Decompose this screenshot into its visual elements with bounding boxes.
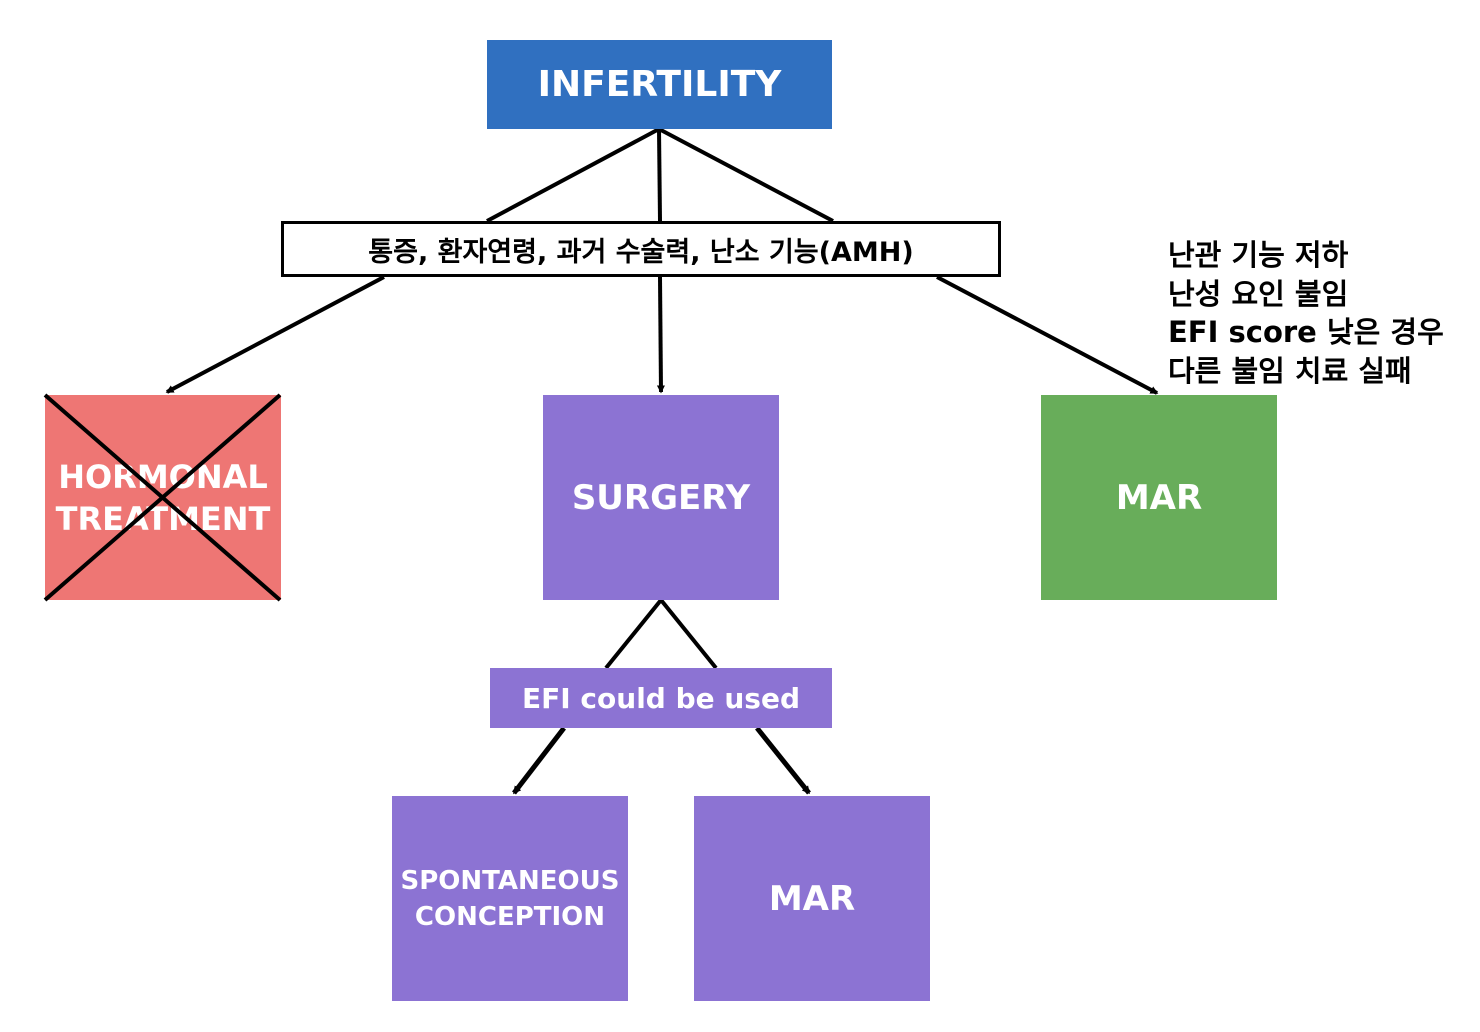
arrow-to-mar-bottom	[755, 726, 811, 795]
spontaneous-conception-node: SPONTANEOUS CONCEPTION	[392, 796, 628, 1001]
arrow-to-hormonal	[165, 275, 385, 394]
infertility-label: INFERTILITY	[537, 64, 782, 105]
mar-node-right: MAR	[1041, 395, 1277, 600]
spontaneous-label-line-1: SPONTANEOUS	[400, 865, 620, 896]
criteria-label: 통증, 환자연령, 과거 수술력, 난소 기능(AMH)	[368, 236, 914, 268]
mar-criteria-notes: 난관 기능 저하 난성 요인 불임 EFI score 낮은 경우 다른 불임 …	[1168, 236, 1444, 390]
edges-group	[165, 127, 1159, 795]
infertility-node: INFERTILITY	[487, 40, 832, 129]
mar-bottom-label: MAR	[768, 878, 856, 919]
hormonal-treatment-node: HORMONAL TREATMENT	[45, 395, 281, 600]
surgery-node: SURGERY	[543, 395, 779, 600]
mar-note-item: 난성 요인 불임	[1168, 276, 1349, 311]
arrow-to-surgery	[656, 276, 665, 394]
mar-node-bottom: MAR	[694, 796, 930, 1001]
edge-surgery-to-efi-left	[604, 598, 663, 670]
criteria-box: 통증, 환자연령, 과거 수술력, 난소 기능(AMH)	[281, 221, 1001, 277]
mar-note-item: 다른 불임 치료 실패	[1168, 353, 1412, 388]
surgery-label: SURGERY	[571, 477, 751, 518]
edge-infertility-to-hormonal-upper	[486, 127, 660, 223]
mar-right-label: MAR	[1115, 477, 1203, 518]
edge-infertility-to-surgery-upper	[657, 128, 662, 222]
arrow-to-mar-right	[936, 275, 1159, 395]
edge-surgery-to-efi-right	[659, 598, 718, 670]
efi-label: EFI could be used	[522, 681, 800, 715]
hormonal-label: HORMONAL TREATMENT	[56, 456, 271, 540]
hormonal-label-line-1: HORMONAL	[58, 457, 268, 496]
efi-label-box: EFI could be used	[490, 668, 832, 728]
edge-infertility-to-mar-upper	[658, 127, 834, 223]
arrow-to-spontaneous	[512, 726, 566, 795]
mar-note-item: 난관 기능 저하	[1168, 238, 1349, 272]
hormonal-label-line-2: TREATMENT	[55, 499, 271, 538]
spontaneous-label-line-2: CONCEPTION	[414, 901, 606, 932]
mar-note-item: EFI score 낮은 경우	[1168, 315, 1444, 349]
spontaneous-label: SPONTANEOUS CONCEPTION	[401, 863, 620, 935]
